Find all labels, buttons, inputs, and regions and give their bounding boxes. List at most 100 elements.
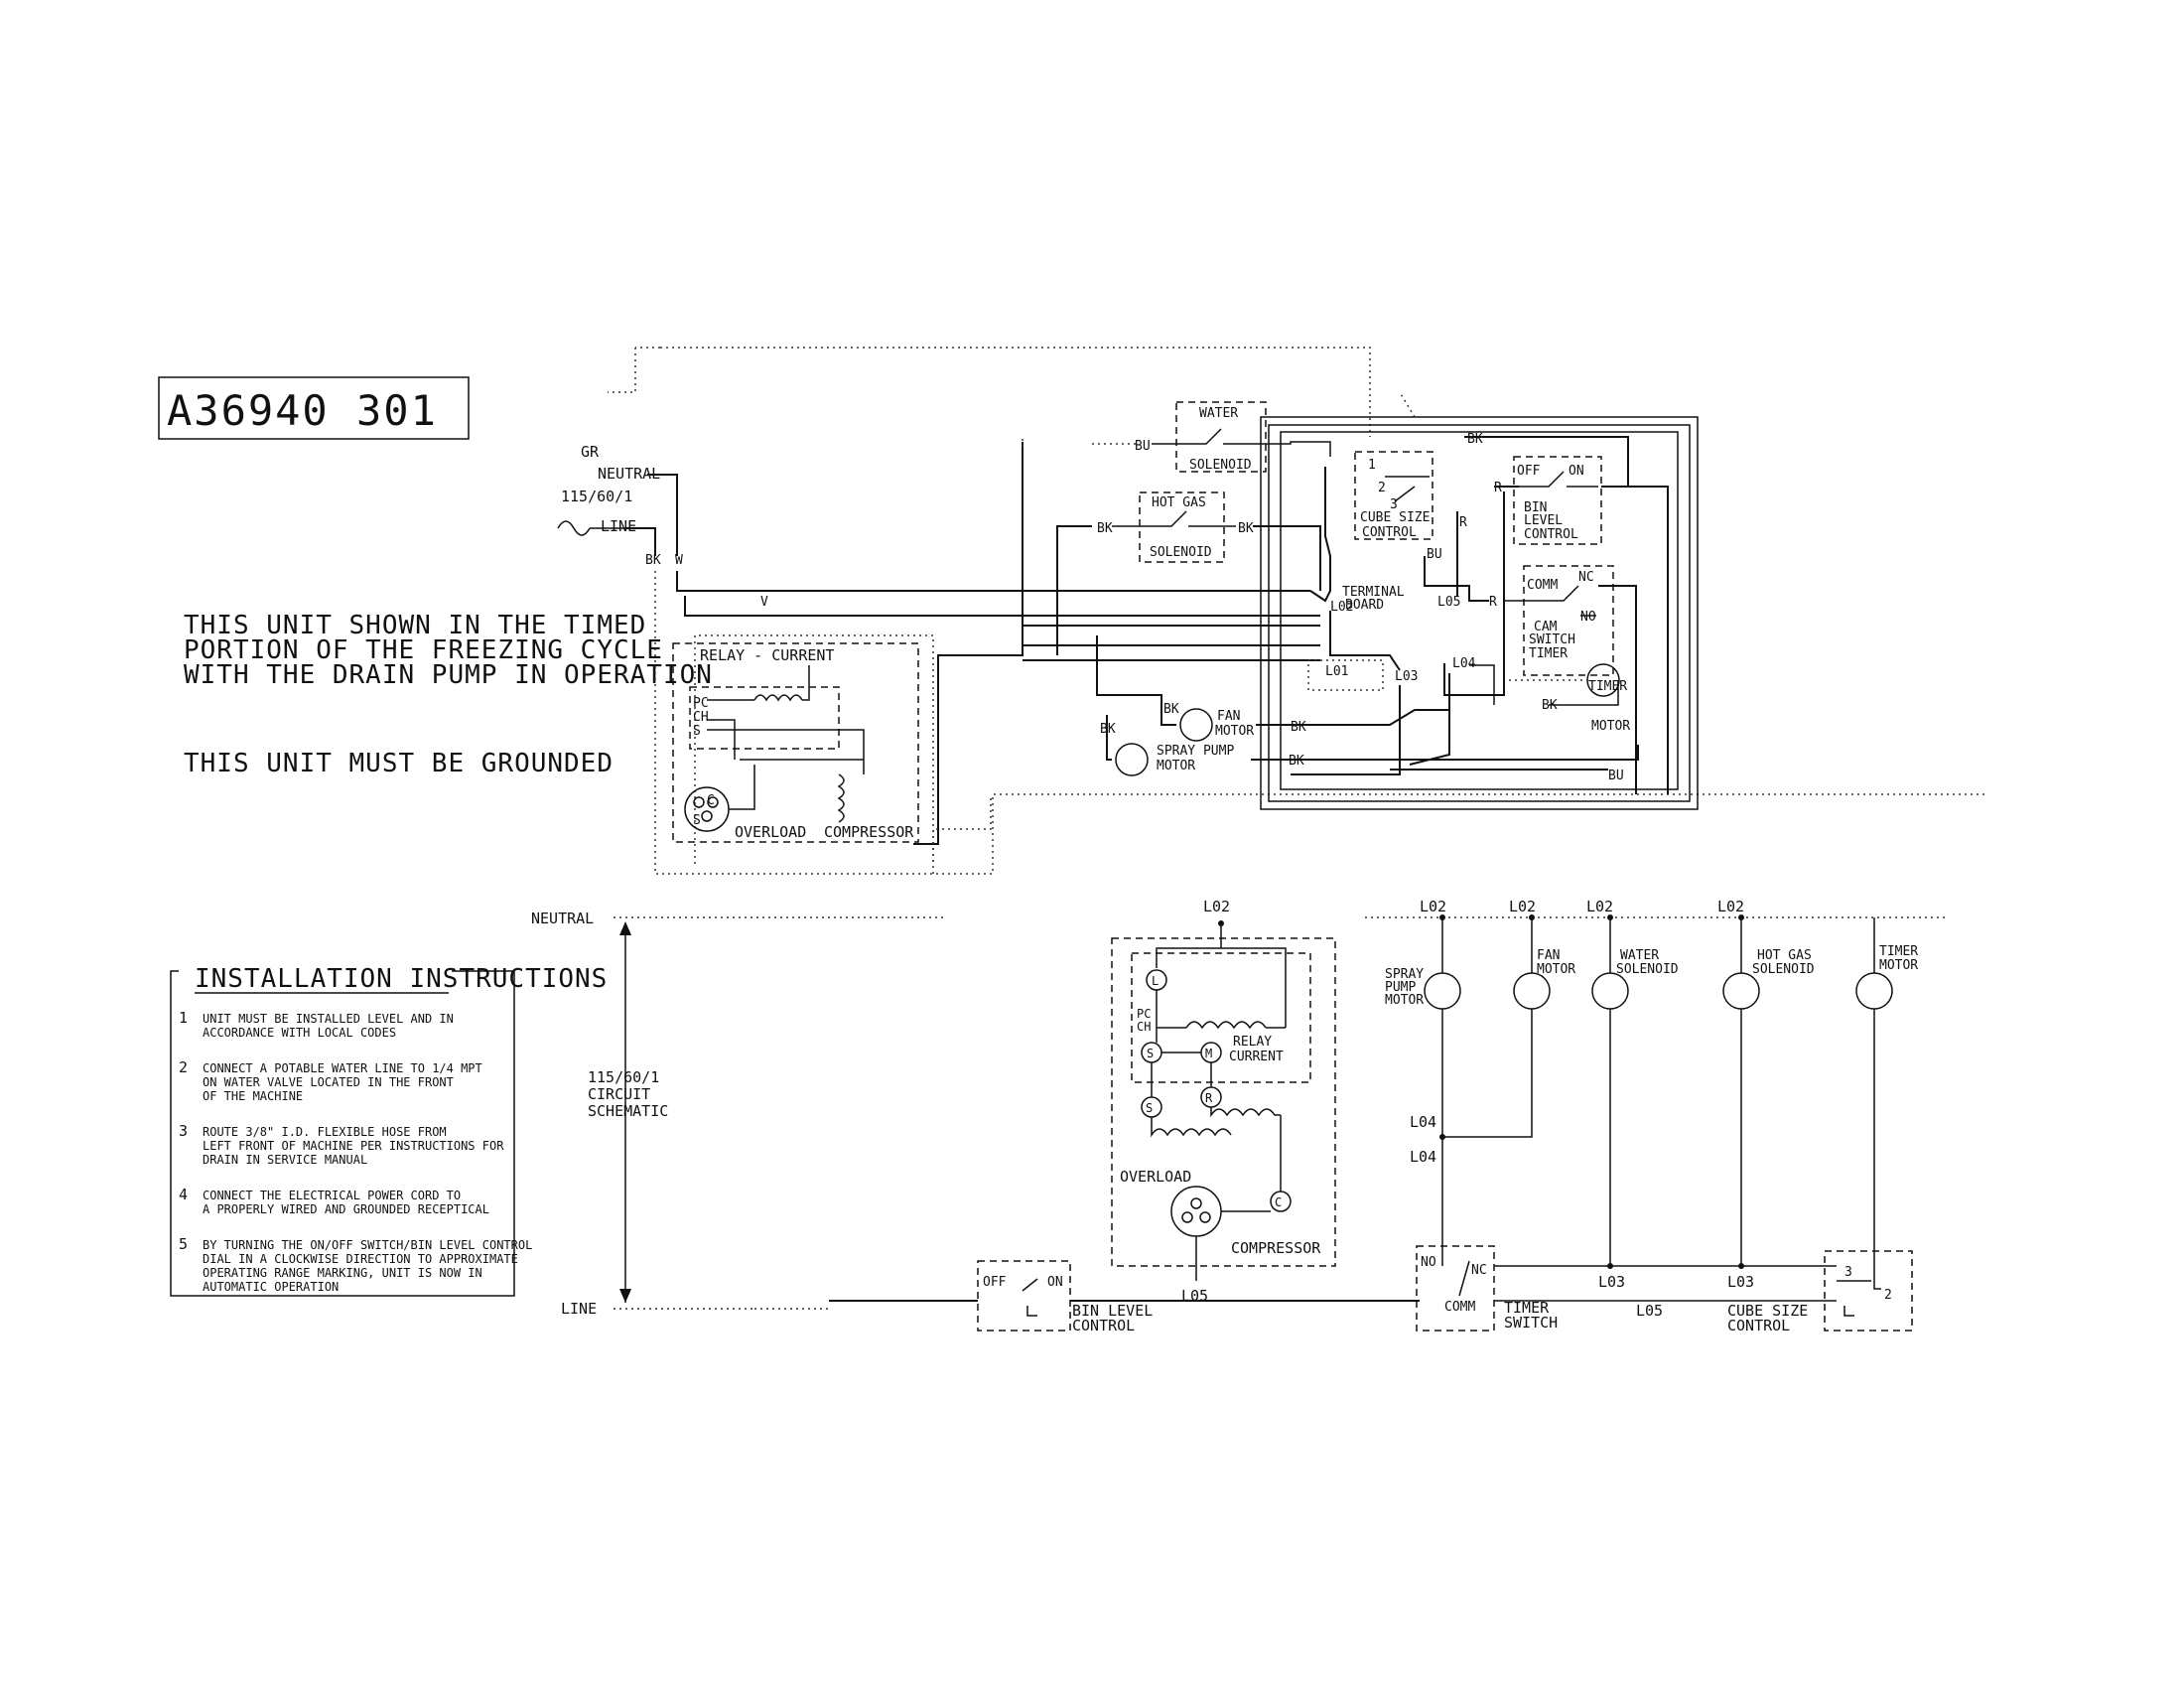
timer-comm: COMM [1527,578,1558,593]
schematic-l04-b: L04 [1410,1148,1436,1166]
node-l04: L04 [1452,656,1476,671]
ground-note: THIS UNIT MUST BE GROUNDED [184,749,614,778]
timer-line1: CAM [1534,620,1558,634]
hot-gas-solenoid-top: HOT GAS [1152,495,1206,510]
compressor-s-terminal: S [693,813,701,828]
schematic-timer-motor-line2: MOTOR [1879,958,1918,973]
drawing-number-block: A36940 301 [158,376,470,440]
schematic-neutral: NEUTRAL [531,910,594,927]
node-l03: L03 [1395,669,1418,684]
wire-bu-2: BU [1427,547,1442,562]
timer-motor-line1: TIMER [1588,679,1627,694]
cube-size-control [1354,451,1433,540]
timer-line2: SWITCH [1529,632,1575,647]
wire-r-2: R [1459,515,1467,530]
installation-step-line: A PROPERLY WIRED AND GROUNDED RECEPTICAL [203,1202,489,1216]
schematic-relay-l: L [1152,974,1159,988]
node-l05: L05 [1437,595,1460,610]
schematic-bin-line2: CONTROL [1072,1317,1135,1334]
schematic-bin-off: OFF [983,1275,1007,1290]
bin-level-line2: LEVEL [1524,513,1563,528]
wire-bu-3: BU [1608,769,1624,783]
schematic-l02-c: L02 [1586,898,1613,915]
node-l01: L01 [1325,664,1348,679]
schematic-spray-pump: SPRAY PUMP MOTOR [1385,917,1461,1256]
schematic-relay-line2: CURRENT [1229,1050,1284,1064]
water-solenoid-top: WATER [1199,406,1238,421]
relay-ch: CH [693,710,709,725]
wire-bk-8: BK [1100,722,1116,737]
installation-step-line: OF THE MACHINE [203,1089,303,1103]
installation-step-line: DRAIN IN SERVICE MANUAL [203,1153,367,1167]
power-rating-label: 115/60/1 [561,488,632,505]
schematic-bin-level-control: OFF ON BIN LEVEL CONTROL [977,1260,1153,1334]
installation-step-line: BY TURNING THE ON/OFF SWITCH/BIN LEVEL C… [203,1238,532,1252]
timer-nc: NC [1578,570,1594,585]
bin-level-control [1513,456,1602,545]
schematic-spray-line3: MOTOR [1385,993,1424,1008]
schematic-comp-s: S [1146,1101,1153,1115]
terminal-board-line2: BOARD [1345,598,1384,613]
installation-step-number: 1 [179,1009,188,1027]
wire-bk-1: BK [645,553,661,568]
installation-step-line: LEFT FRONT OF MACHINE PER INSTRUCTIONS F… [203,1139,504,1153]
installation-heading: INSTALLATION INSTRUCTIONS [195,964,608,994]
bin-level-line3: CONTROL [1524,527,1578,542]
wire-bk-5: BK [1542,698,1558,713]
timer-line3: TIMER [1529,646,1568,661]
installation-step-number: 4 [179,1186,188,1203]
schematic-l05: L05 [1181,1287,1208,1305]
installation-step-line: ON WATER VALVE LOCATED IN THE FRONT [203,1075,454,1089]
schematic-water-solenoid: WATER SOLENOID [1591,917,1679,1269]
schematic-timer-nc: NC [1471,1263,1487,1278]
relay-compressor-box: RELAY - CURRENT PC CH S C S OVERLOAD COM… [672,642,919,843]
wire-bk-2: BK [1097,521,1113,536]
spray-pump-motor: SPRAY PUMP MOTOR BK BK [1100,715,1639,776]
schematic-fan-line1: FAN [1537,948,1560,963]
compressor-relay-schematic: L02 L PC CH S M RELAY CURRENT R [1111,898,1336,1305]
water-solenoid-bottom: SOLENOID [1189,458,1252,473]
timer-motor-line2: MOTOR [1591,719,1630,734]
schematic-circuit-l2: CIRCUIT [588,1085,650,1103]
schematic-cube-line2: CONTROL [1727,1317,1790,1334]
node-l02: L02 [1330,600,1353,615]
installation-step-number: 3 [179,1122,188,1140]
compressor-c-terminal: C [707,793,715,808]
bin-level-on: ON [1569,464,1584,479]
schematic-spray-line2: PUMP [1385,980,1416,995]
installation-step-line: ROUTE 3/8" I.D. FLEXIBLE HOSE FROM [203,1125,447,1139]
power-line-label: LINE [601,517,636,535]
cube-size-t3: 3 [1390,497,1398,512]
schematic-relay-s: S [1147,1047,1154,1060]
schematic-cube-line1: CUBE SIZE [1727,1302,1808,1320]
water-solenoid: WATER SOLENOID BU [1092,401,1331,473]
wire-bk-6: BK [1163,702,1179,717]
terminal-board-line1: TERMINAL [1342,585,1405,600]
schematic-hotgas-line2: SOLENOID [1752,962,1815,977]
wire-bk-4: BK [1467,432,1483,447]
schematic-bin-line1: BIN LEVEL [1072,1302,1153,1320]
schematic-timer-line2: SWITCH [1504,1314,1558,1332]
schematic-comp-r: R [1205,1091,1213,1105]
cube-size-line2: CONTROL [1362,525,1417,540]
cube-size-t2: 2 [1378,481,1386,495]
schematic-l02-compressor: L02 [1203,898,1230,915]
wire-bk-7: BK [1291,720,1306,735]
installation-step-line: ACCORDANCE WITH LOCAL CODES [203,1026,396,1040]
schematic-hotgas-line1: HOT GAS [1757,948,1812,963]
installation-step-line: AUTOMATIC OPERATION [203,1280,339,1294]
drawing-number: A36940 301 [167,386,438,435]
wire-r-1: R [1494,481,1502,495]
schematic-timer-motor: TIMER MOTOR [1855,917,1918,1256]
schematic-cube-size-control: 3 2 CUBE SIZE CONTROL [1727,1250,1913,1334]
cube-size-line1: CUBE SIZE [1360,510,1430,525]
schematic-load-nodes: L02 L02 L02 L02 [1420,898,1744,920]
schematic-compressor-label: COMPRESSOR [1231,1239,1321,1257]
schematic-overload: OVERLOAD [1120,1168,1191,1186]
timer-switch [1523,565,1614,676]
schematic-relay-pc: PC [1137,1007,1151,1021]
wire-r-3: R [1489,595,1497,610]
installation-step-line: DIAL IN A CLOCKWISE DIRECTION TO APPROXI… [203,1252,518,1266]
